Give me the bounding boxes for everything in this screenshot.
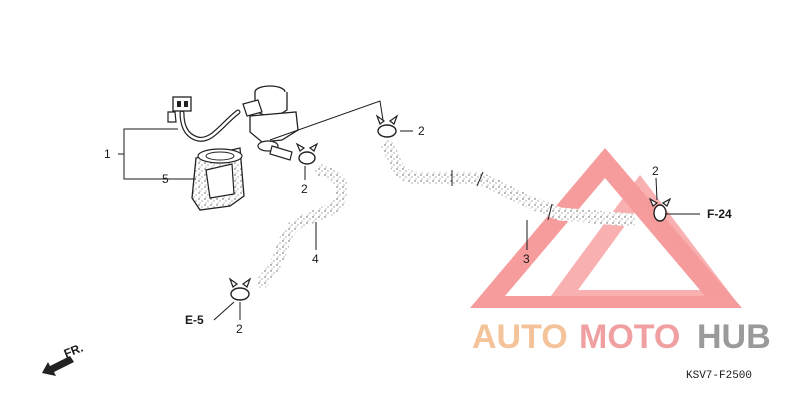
bracket-part (191, 147, 245, 211)
callout-1: 1 (104, 147, 111, 161)
harness-assembly (167, 96, 241, 142)
ref-e5: E-5 (185, 313, 204, 327)
hose-clip-bottom (228, 277, 252, 301)
front-direction-arrow (42, 356, 74, 376)
callout-5: 5 (162, 172, 169, 186)
ref-f24: F-24 (707, 207, 732, 221)
hose-clip-mid (295, 142, 319, 165)
leader-lines (118, 100, 700, 321)
hose-part-3 (381, 139, 637, 227)
watermark-moto: MOTO (579, 318, 680, 356)
watermark-logo (470, 148, 742, 308)
watermark-hub: HUB (697, 318, 771, 356)
diagram-code: KSV7-F2500 (686, 370, 752, 382)
hose-clip-top (375, 114, 399, 138)
ref-front: FR. (62, 341, 85, 361)
hose-part-4 (256, 164, 349, 289)
callout-3: 3 (523, 252, 530, 266)
air-valve (242, 85, 299, 161)
callout-2-bottom: 2 (236, 322, 243, 336)
hose-clip-right (648, 197, 672, 222)
watermark-triangle-inner (548, 175, 735, 300)
callout-2-top: 2 (418, 124, 425, 138)
watermark-wordmark: AUTO MOTO HUB (472, 318, 771, 356)
callout-4: 4 (312, 252, 319, 266)
watermark-auto: AUTO (472, 318, 568, 356)
callout-2-right: 2 (652, 164, 659, 178)
callout-2-mid: 2 (301, 182, 308, 196)
